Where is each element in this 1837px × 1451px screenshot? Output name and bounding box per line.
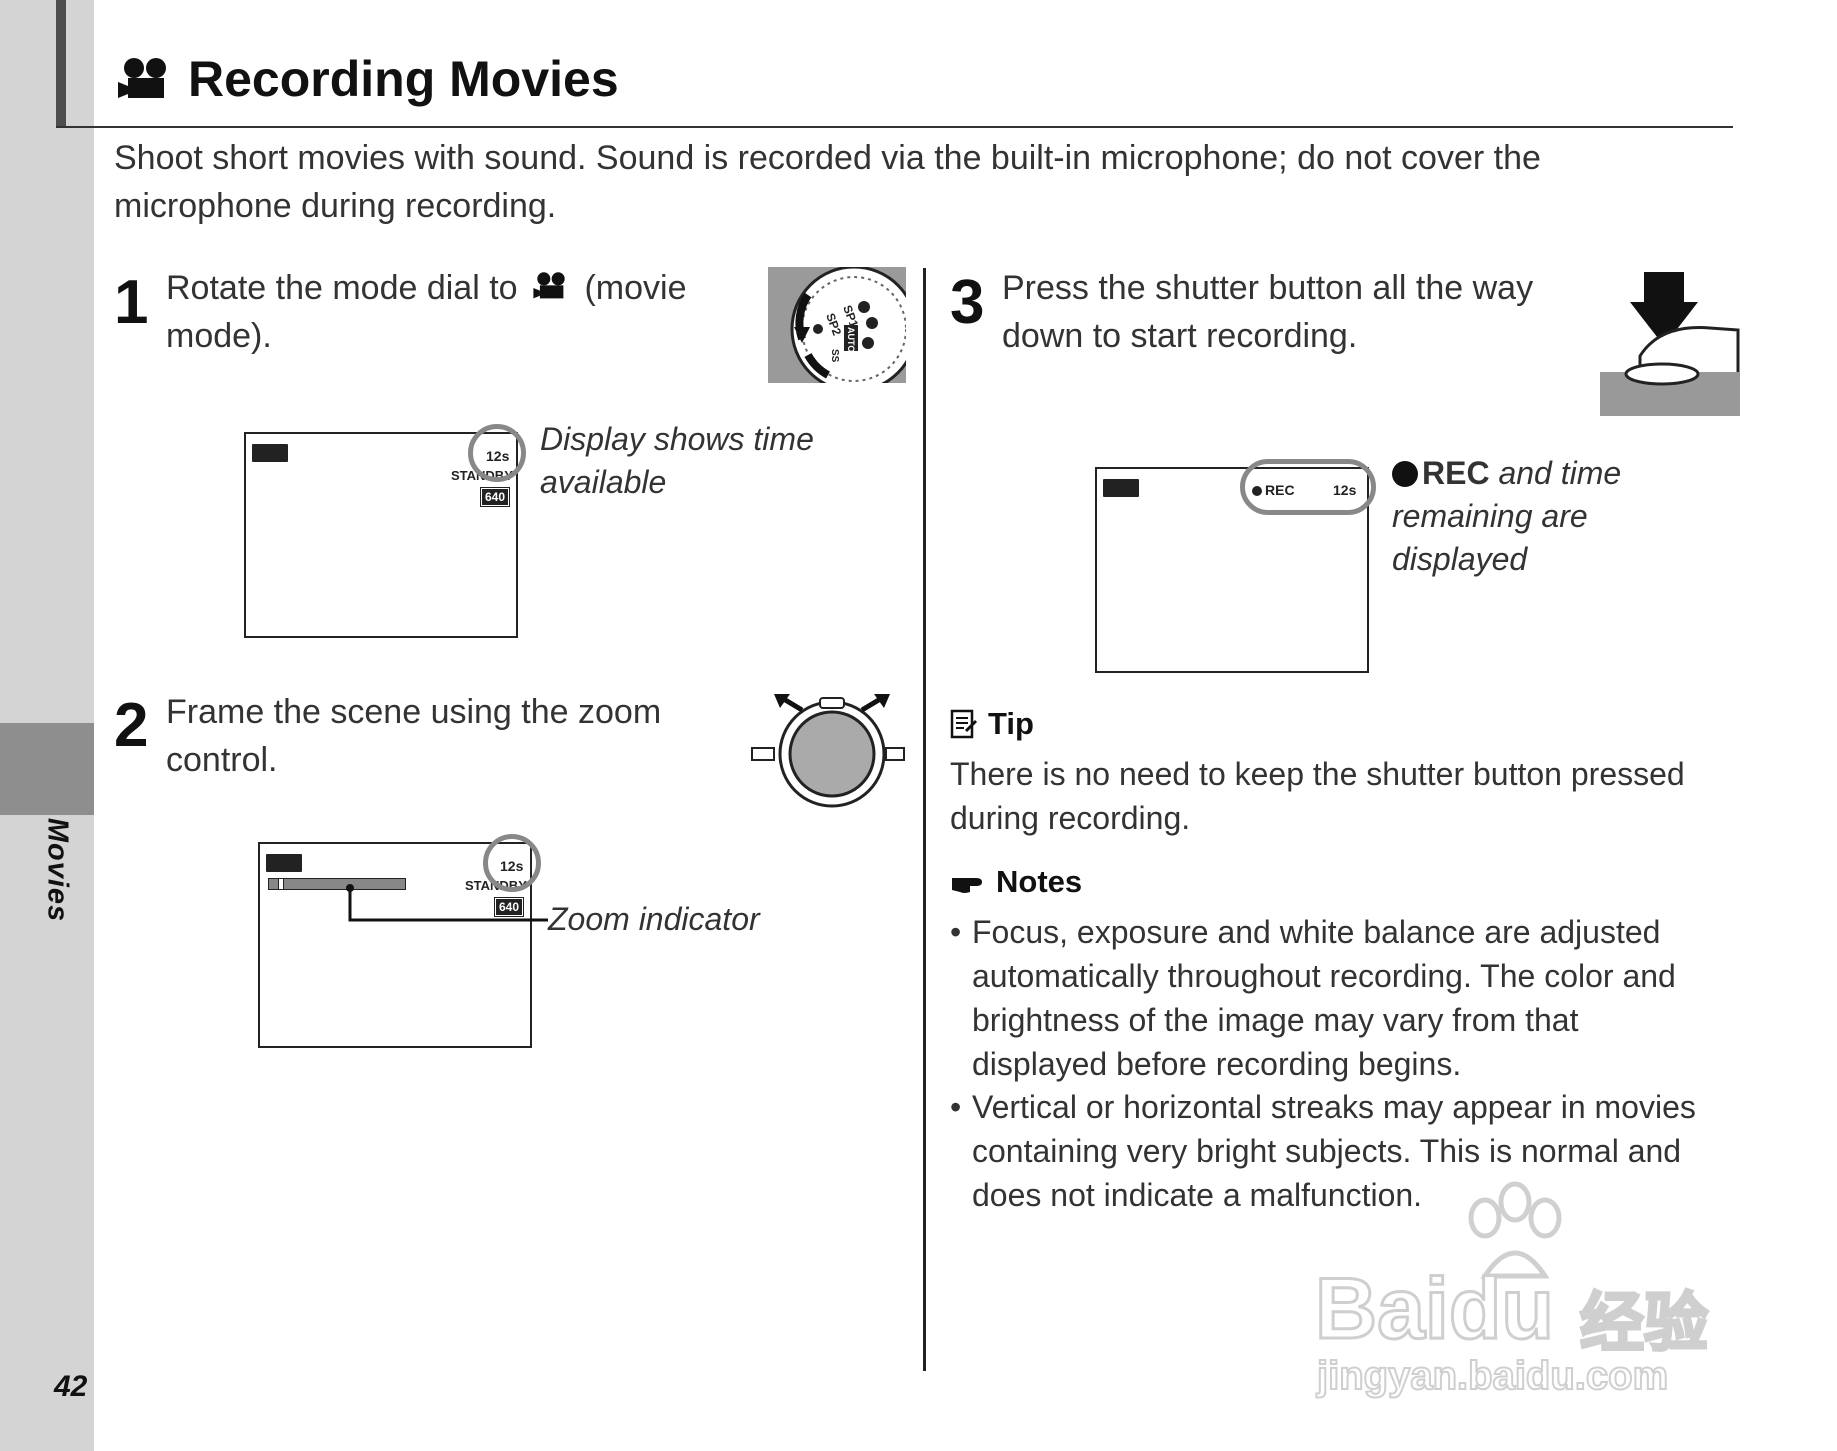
header-rule [56, 126, 1733, 128]
lcd-rec-label: REC [1265, 482, 1295, 498]
tip-heading-text: Tip [988, 706, 1034, 741]
pointing-hand-icon [952, 878, 982, 893]
highlight-pill [1240, 459, 1376, 515]
step-3-caption-bold: REC [1422, 455, 1490, 491]
baidu-watermark: Baidu 经验 jingyan.baidu.com [1314, 1180, 1755, 1400]
note-item: • Vertical or horizontal streaks may app… [950, 1085, 1712, 1217]
step-1-text-a: Rotate the mode dial to [166, 269, 518, 307]
zoom-indicator-thumb [278, 879, 284, 889]
step-3-caption: REC and time remaining are displayed [1392, 452, 1702, 581]
rec-dot-icon [1392, 461, 1418, 487]
tip-note-icon [950, 709, 978, 739]
dial-label-auto: AUTO [846, 327, 856, 352]
step-2-number: 2 [114, 691, 149, 760]
page-number: 42 [54, 1370, 88, 1403]
lcd-display-step3: REC 12s [1095, 467, 1369, 673]
step-1-number: 1 [114, 268, 149, 337]
bullet-dot-icon: • [950, 914, 962, 950]
shutter-button-illustration [1600, 272, 1740, 416]
tip-text: There is no need to keep the shutter but… [950, 756, 1685, 836]
paw-logo-icon [1468, 1181, 1562, 1279]
step-3-text: Press the shutter button all the way dow… [1002, 269, 1534, 355]
zoom-control-illustration [751, 694, 905, 808]
step-1-text: Rotate the mode dial to (movie mode). [166, 264, 746, 360]
movie-mode-icon [533, 272, 565, 299]
highlight-circle [483, 834, 541, 892]
lcd-movie-mode-icon [1103, 479, 1139, 497]
step-2-text: Frame the scene using the zoom control. [166, 693, 662, 779]
watermark-url: jingyan.baidu.com [1316, 1353, 1669, 1399]
step-1-caption: Display shows time available [540, 421, 814, 500]
lcd-movie-mode-icon [252, 444, 288, 462]
zoom-leader-line [346, 884, 548, 922]
step-3-caption-text: and time remaining are displayed [1392, 455, 1622, 577]
notes-heading: Notes [950, 864, 1082, 900]
step-3-number: 3 [950, 268, 985, 337]
note-item-text: Focus, exposure and white balance are ad… [972, 914, 1676, 1082]
step-2-caption: Zoom indicator [548, 901, 760, 937]
page-title-text: Recording Movies [188, 51, 619, 107]
mode-dial-illustration: SP1 SP2 AUTO SS [768, 267, 906, 383]
tip-heading: Tip [950, 706, 1034, 742]
lcd-resolution: 640 [479, 487, 511, 507]
sidebar-section-label: Movies [41, 817, 74, 923]
watermark-chinese: 经验 [1579, 1286, 1710, 1363]
lcd-movie-mode-icon [266, 854, 302, 872]
note-item: • Focus, exposure and white balance are … [950, 910, 1712, 1086]
column-divider [923, 268, 926, 1371]
page-title: Recording Movies [118, 50, 619, 108]
header-accent-bar [56, 0, 66, 128]
lcd-resolution: 640 [493, 897, 525, 917]
zoom-indicator-track [268, 878, 406, 890]
note-item-text: Vertical or horizontal streaks may appea… [972, 1089, 1696, 1213]
step-1-text-b: (movie mode). [166, 269, 687, 355]
intro-paragraph: Shoot short movies with sound. Sound is … [114, 139, 1541, 225]
bullet-dot-icon: • [950, 1089, 962, 1125]
watermark-brand: Baidu [1314, 1260, 1556, 1359]
highlight-circle [468, 424, 526, 482]
notes-heading-text: Notes [996, 864, 1083, 899]
movie-camera-icon [118, 58, 166, 98]
dial-label-ss: SS [829, 349, 840, 363]
sidebar-section-tab [0, 723, 94, 815]
